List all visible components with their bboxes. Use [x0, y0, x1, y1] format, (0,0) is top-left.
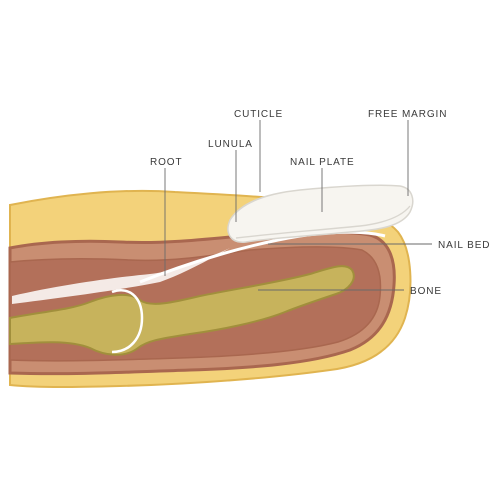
joint-capsule	[111, 289, 144, 354]
label-bone: BONE	[410, 286, 442, 297]
label-lunula: LUNULA	[208, 139, 253, 150]
nail-plate-edge	[235, 205, 411, 239]
label-free-margin: FREE MARGIN	[368, 109, 447, 120]
label-nail-bed: NAIL BED	[438, 240, 490, 251]
label-nail-plate: NAIL PLATE	[290, 157, 355, 168]
nail-root	[12, 248, 230, 304]
label-cuticle: CUTICLE	[234, 109, 283, 120]
nail-plate-shape	[227, 184, 414, 243]
label-root: ROOT	[150, 157, 183, 168]
